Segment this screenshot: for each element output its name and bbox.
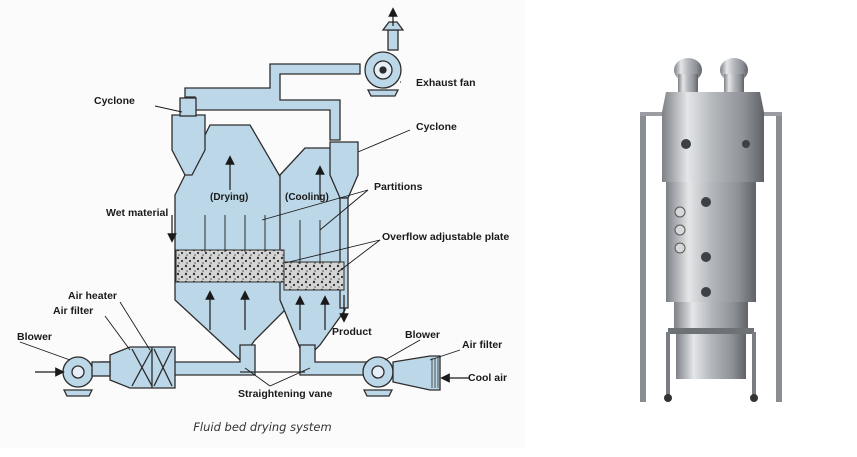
label-partitions: Partitions — [374, 181, 423, 193]
label-exhaust-fan: Exhaust fan — [416, 77, 476, 89]
airflow-arrows — [167, 155, 349, 330]
label-blower-right: Blower — [405, 329, 440, 341]
partitions — [204, 215, 321, 264]
blower-right — [362, 355, 441, 397]
label-drying: (Drying) — [210, 192, 248, 203]
leader-lines — [19, 81, 461, 387]
label-cyclone-left: Cyclone — [94, 95, 135, 107]
drying-bed — [175, 249, 285, 283]
label-cyclone-right: Cyclone — [416, 121, 457, 133]
label-air-filter-right: Air filter — [462, 339, 502, 351]
exhaust-fan — [364, 51, 402, 97]
label-cool-air: Cool air — [468, 372, 507, 384]
label-cooling: (Cooling) — [285, 192, 329, 203]
diagram-panel: Cyclone Cyclone Exhaust fan (Drying) (Co… — [17, 7, 510, 434]
label-overflow-plate: Overflow adjustable plate — [382, 231, 509, 243]
fluid-bed-dryer-photo — [636, 52, 790, 404]
diagram-caption: Fluid bed drying system — [193, 420, 332, 434]
cooling-bed — [283, 261, 345, 291]
inlet-arrows — [35, 7, 470, 383]
label-straightening-vane: Straightening vane — [238, 388, 333, 400]
dryer-vessel — [171, 97, 359, 362]
label-product: Product — [332, 326, 372, 338]
fluid-bed-diagram: Cyclone Cyclone Exhaust fan (Drying) (Co… — [17, 7, 509, 400]
blower-left — [62, 356, 111, 397]
label-wet-material: Wet material — [106, 207, 168, 219]
label-blower-left: Blower — [17, 331, 52, 343]
label-air-heater: Air heater — [68, 290, 117, 302]
air-heater-filter — [109, 346, 176, 389]
label-air-filter-left: Air filter — [53, 305, 93, 317]
